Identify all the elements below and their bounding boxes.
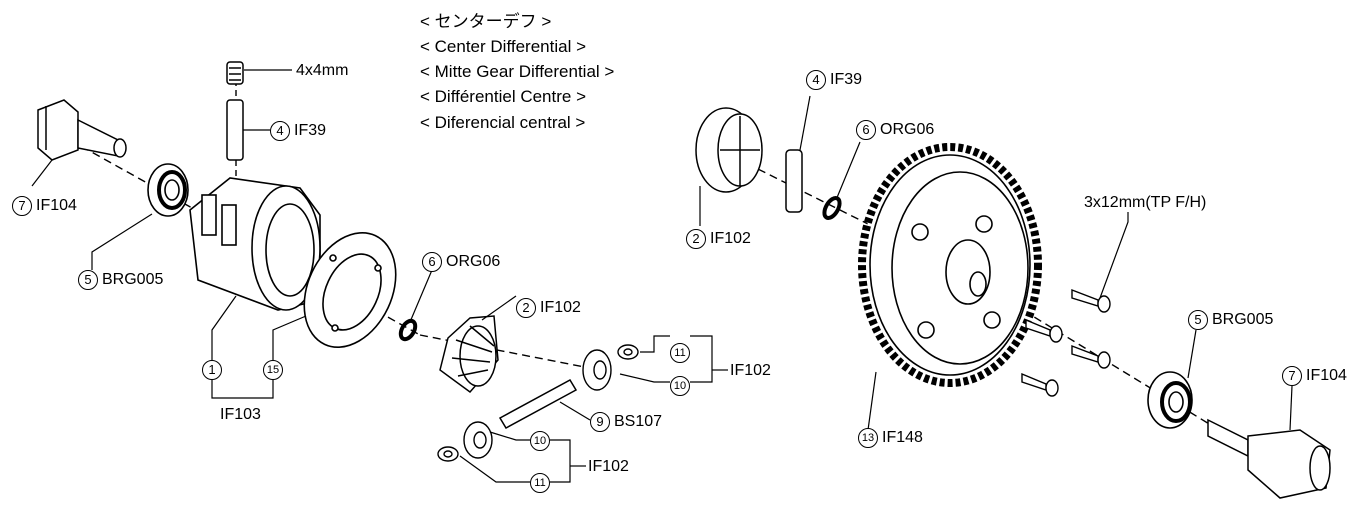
title-de: < Mitte Gear Differential > <box>420 62 615 81</box>
num-cup-left: 7 <box>12 196 32 216</box>
spur-gear <box>858 143 1042 387</box>
code-cup-left: IF104 <box>36 197 77 214</box>
title-en: < Center Differential > <box>420 37 586 56</box>
leader-lines <box>31 69 1293 483</box>
num-p15: 15 <box>263 360 283 380</box>
title-fr: < Différentiel Centre > <box>420 87 586 106</box>
code-upper-group: IF102 <box>730 362 771 379</box>
code-gear-right: IF102 <box>710 230 751 247</box>
o-ring-left <box>398 318 418 342</box>
num-lower-b: 11 <box>530 473 550 493</box>
pin-left <box>226 61 244 161</box>
code-bearing-right: BRG005 <box>1212 311 1274 328</box>
num-bearing-left: 5 <box>78 270 98 290</box>
code-oring-left: ORG06 <box>446 253 501 270</box>
code-lower-group: IF102 <box>588 458 629 475</box>
code-cup-right: IF104 <box>1306 367 1347 384</box>
bearing-left <box>147 163 189 217</box>
small-gears <box>437 344 639 462</box>
num-pin-right: 4 <box>806 70 826 90</box>
code-spur: IF148 <box>882 429 923 446</box>
code-pin-right: IF39 <box>830 71 863 88</box>
title-es: < Diferencial central > <box>420 113 586 132</box>
num-oring-left: 6 <box>422 252 442 272</box>
num-p1: 1 <box>202 360 222 380</box>
num-spur: 13 <box>858 428 878 448</box>
pin-right <box>785 149 803 213</box>
num-shaft: 9 <box>590 412 610 432</box>
label-screw-3x12: 3x12mm(TP F/H) <box>1084 194 1207 211</box>
diff-case <box>189 177 321 311</box>
num-bearing-right: 5 <box>1188 310 1208 330</box>
cross-shaft <box>498 378 578 430</box>
num-gear-big: 2 <box>516 298 536 318</box>
code-pin-left: IF39 <box>294 122 327 139</box>
num-cup-right: 7 <box>1282 366 1302 386</box>
num-gear-right: 2 <box>686 229 706 249</box>
code-gear-big: IF102 <box>540 299 581 316</box>
screws <box>1021 288 1111 397</box>
diff-cover <box>303 231 397 349</box>
label-if103: IF103 <box>220 406 261 423</box>
num-upper-a: 11 <box>670 343 690 363</box>
num-upper-b: 10 <box>670 376 690 396</box>
num-oring-right: 6 <box>856 120 876 140</box>
code-bearing-left: BRG005 <box>102 271 164 288</box>
bearing-right <box>1147 371 1193 429</box>
bevel-gear-big <box>439 315 499 394</box>
o-ring-right <box>822 196 842 220</box>
num-pin-left: 4 <box>270 121 290 141</box>
title-jp: < センターデフ > <box>420 12 552 31</box>
num-lower-a: 10 <box>530 431 550 451</box>
outdrive-cup-left <box>37 99 127 161</box>
bevel-gear-right <box>695 107 763 193</box>
code-shaft: BS107 <box>614 413 663 430</box>
code-oring-right: ORG06 <box>880 121 935 138</box>
outdrive-cup-right <box>1207 418 1331 499</box>
label-screw-4x4: 4x4mm <box>296 62 349 79</box>
